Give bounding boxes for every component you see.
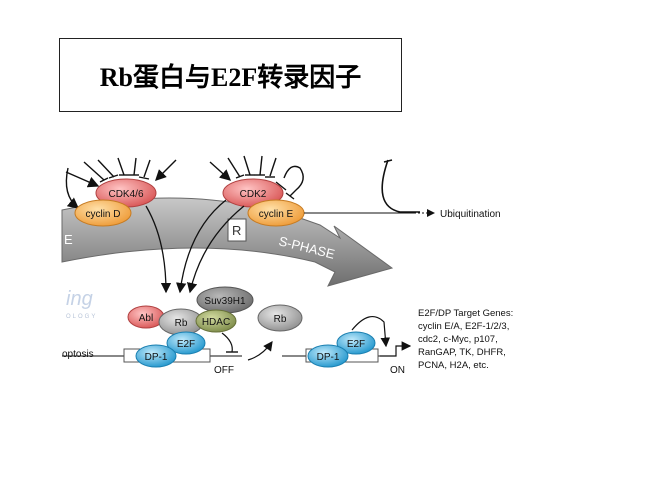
- watermark-ology: OLOGY: [66, 314, 97, 320]
- cyclin-d-label: cyclin D: [85, 209, 120, 220]
- ubiquitination-label: Ubiquitination: [440, 209, 501, 220]
- target-genes-line: PCNA, H2A, etc.: [418, 360, 489, 371]
- cyclin-d-node: [74, 199, 132, 227]
- target-genes-line: cyclin E/A, E2F-1/2/3,: [418, 321, 509, 332]
- target-genes-list: E2F/DP Target Genes: cyclin E/A, E2F-1/2…: [418, 308, 513, 371]
- watermark-ing: ing: [66, 288, 93, 310]
- title-box: Rb蛋白与E2F转录因子: [59, 38, 402, 112]
- cyclin-e-label: cyclin E: [259, 209, 294, 220]
- r-checkpoint-label: R: [232, 223, 241, 238]
- release-arrow: [247, 341, 273, 361]
- cdk2-inhibitor-lines: [209, 155, 304, 200]
- rb-label: Rb: [175, 318, 188, 329]
- hdac-label: HDAC: [202, 317, 230, 328]
- phosphorylation-arrows: [145, 199, 245, 294]
- off-label: OFF: [214, 365, 234, 376]
- dp1-on-node: [307, 344, 349, 368]
- cdk46-label: CDK4/6: [108, 189, 143, 200]
- cdk46-inhibitor-lines: [65, 157, 177, 209]
- e2f-on-label: E2F: [347, 339, 365, 350]
- r-checkpoint-box: [227, 218, 247, 242]
- e2f-off-label: E2F: [177, 339, 195, 350]
- abl-label: Abl: [139, 313, 153, 324]
- transcription-arrow: [380, 341, 412, 357]
- cdk2-label: CDK2: [240, 189, 267, 200]
- e2f-off-node: [166, 331, 206, 355]
- dp1-off-label: DP-1: [145, 352, 168, 363]
- rb-free-node: [257, 304, 303, 332]
- dp1-off-node: [135, 344, 177, 368]
- phase-fragment: E: [64, 232, 73, 247]
- target-genes-line: cdc2, c-Myc, p107,: [418, 334, 498, 345]
- degradation-arc: [381, 159, 420, 213]
- suv39h1-label: Suv39H1: [204, 296, 246, 307]
- cell-cycle-band: [61, 197, 394, 287]
- slide-title: Rb蛋白与E2F转录因子: [99, 62, 362, 92]
- on-label: ON: [390, 365, 405, 376]
- rb-free-label: Rb: [274, 314, 287, 325]
- target-genes-heading: E2F/DP Target Genes:: [418, 308, 513, 319]
- hdac-node: [195, 309, 237, 333]
- dp1-on-label: DP-1: [317, 352, 340, 363]
- target-genes-line: RanGAP, TK, DHFR,: [418, 347, 506, 358]
- activation-loop-arrow: [351, 315, 391, 348]
- apoptosis-fragment: optosis: [62, 349, 94, 360]
- hdac-inhibition: [221, 332, 233, 353]
- e2f-on-node: [336, 331, 376, 355]
